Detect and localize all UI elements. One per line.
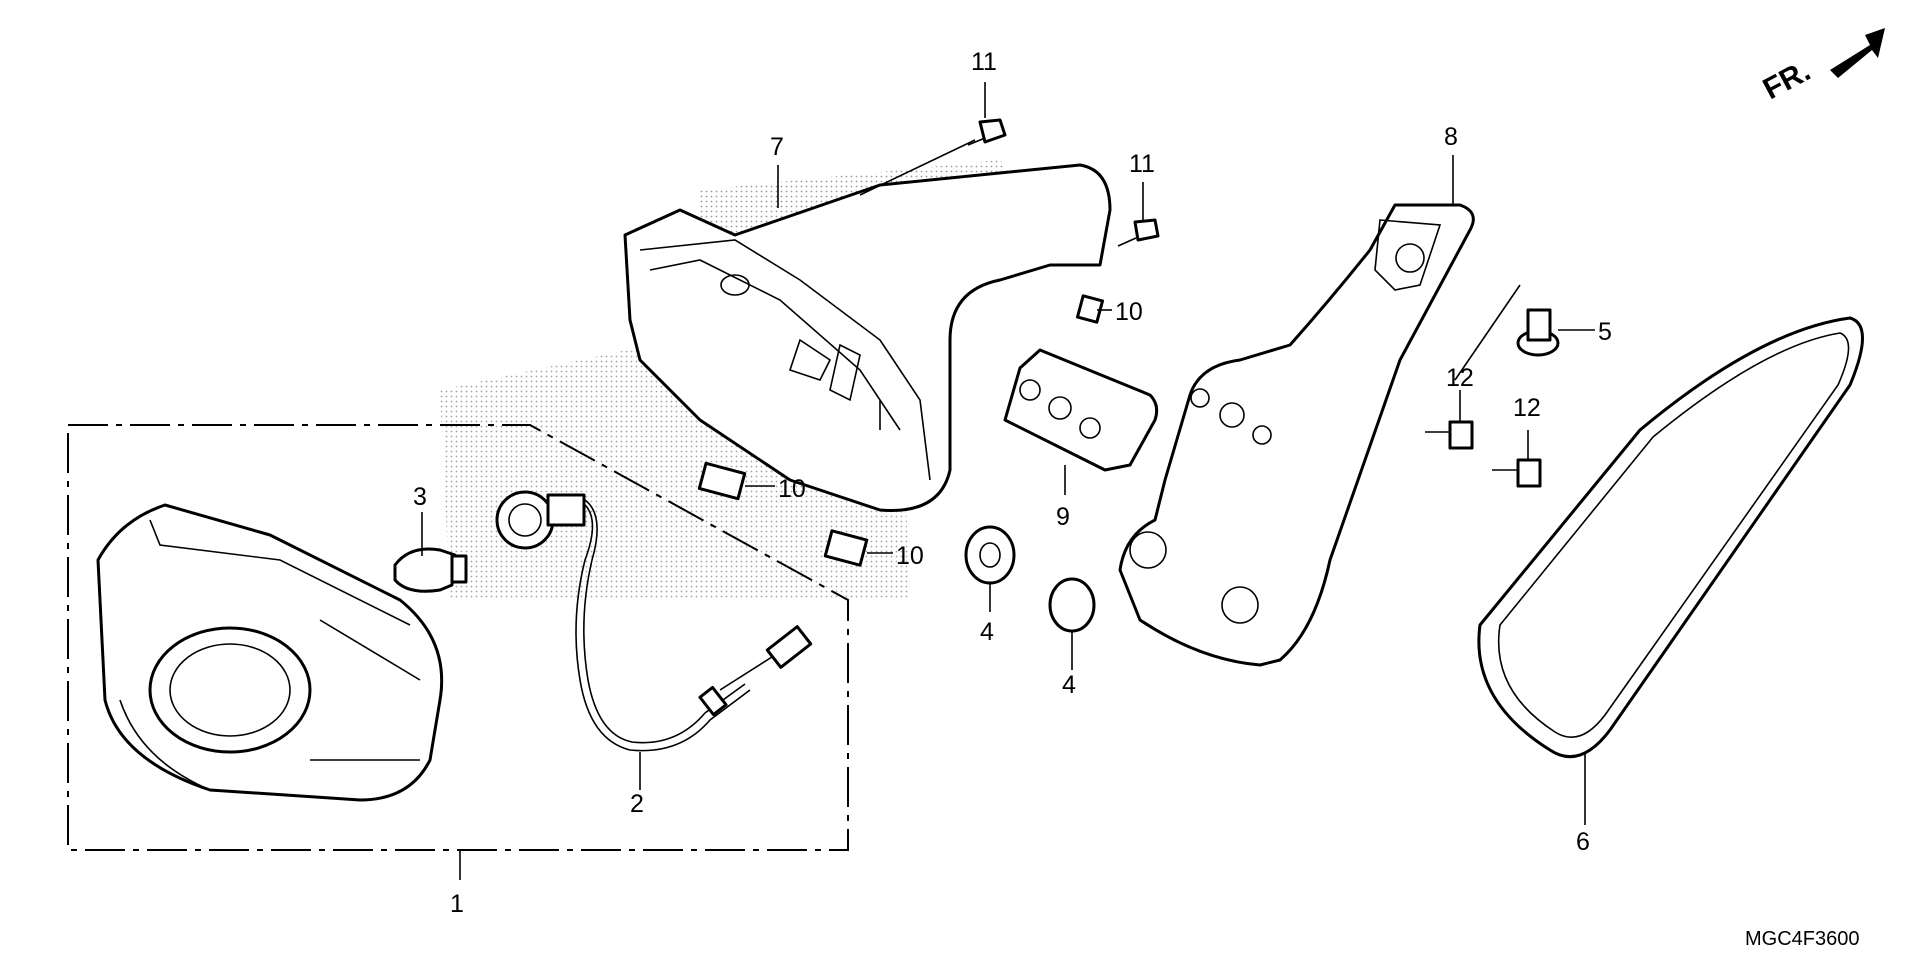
tail-lamp-unit xyxy=(96,503,444,802)
callout-10a: 10 xyxy=(1115,298,1143,326)
callout-4a: 4 xyxy=(980,618,994,646)
rubber-grommet xyxy=(964,525,1096,633)
seal-ring xyxy=(1477,316,1864,759)
drawing-code: MGC4F3600 xyxy=(1745,928,1860,950)
callout-12a: 12 xyxy=(1446,364,1474,392)
collar-nut xyxy=(1516,308,1560,357)
bulb-socket xyxy=(495,490,586,550)
front-direction-arrow: FR. xyxy=(1758,28,1885,106)
callout-7: 7 xyxy=(770,133,784,161)
callout-1: 1 xyxy=(450,890,464,918)
callout-9: 9 xyxy=(1056,503,1070,531)
callout-4b: 4 xyxy=(1062,671,1076,699)
screw xyxy=(967,118,1160,247)
leader-lines xyxy=(421,82,1595,880)
callout-11b: 11 xyxy=(1129,150,1155,178)
clip-nut xyxy=(697,294,1105,567)
callout-12b: 12 xyxy=(1513,394,1541,422)
bulb xyxy=(393,547,468,593)
callout-10b: 10 xyxy=(778,475,806,503)
callout-11a: 11 xyxy=(971,48,997,76)
callout-2: 2 xyxy=(630,790,644,818)
flange-bolt xyxy=(1425,420,1542,488)
tail-bracket xyxy=(1118,203,1475,667)
rear-cowl-housing xyxy=(623,163,1112,512)
callout-5: 5 xyxy=(1598,318,1612,346)
gasket-plate xyxy=(1003,348,1159,472)
callout-6: 6 xyxy=(1576,828,1590,856)
wire-harness xyxy=(575,499,813,752)
direction-label: FR. xyxy=(1758,54,1816,106)
callout-10c: 10 xyxy=(896,542,924,570)
assembly-bracket-box xyxy=(67,424,849,851)
callout-3: 3 xyxy=(413,483,427,511)
callout-8: 8 xyxy=(1444,123,1458,151)
callouts: 1 2 3 4 4 5 6 7 8 9 10 10 10 11 11 12 12 xyxy=(413,48,1612,918)
